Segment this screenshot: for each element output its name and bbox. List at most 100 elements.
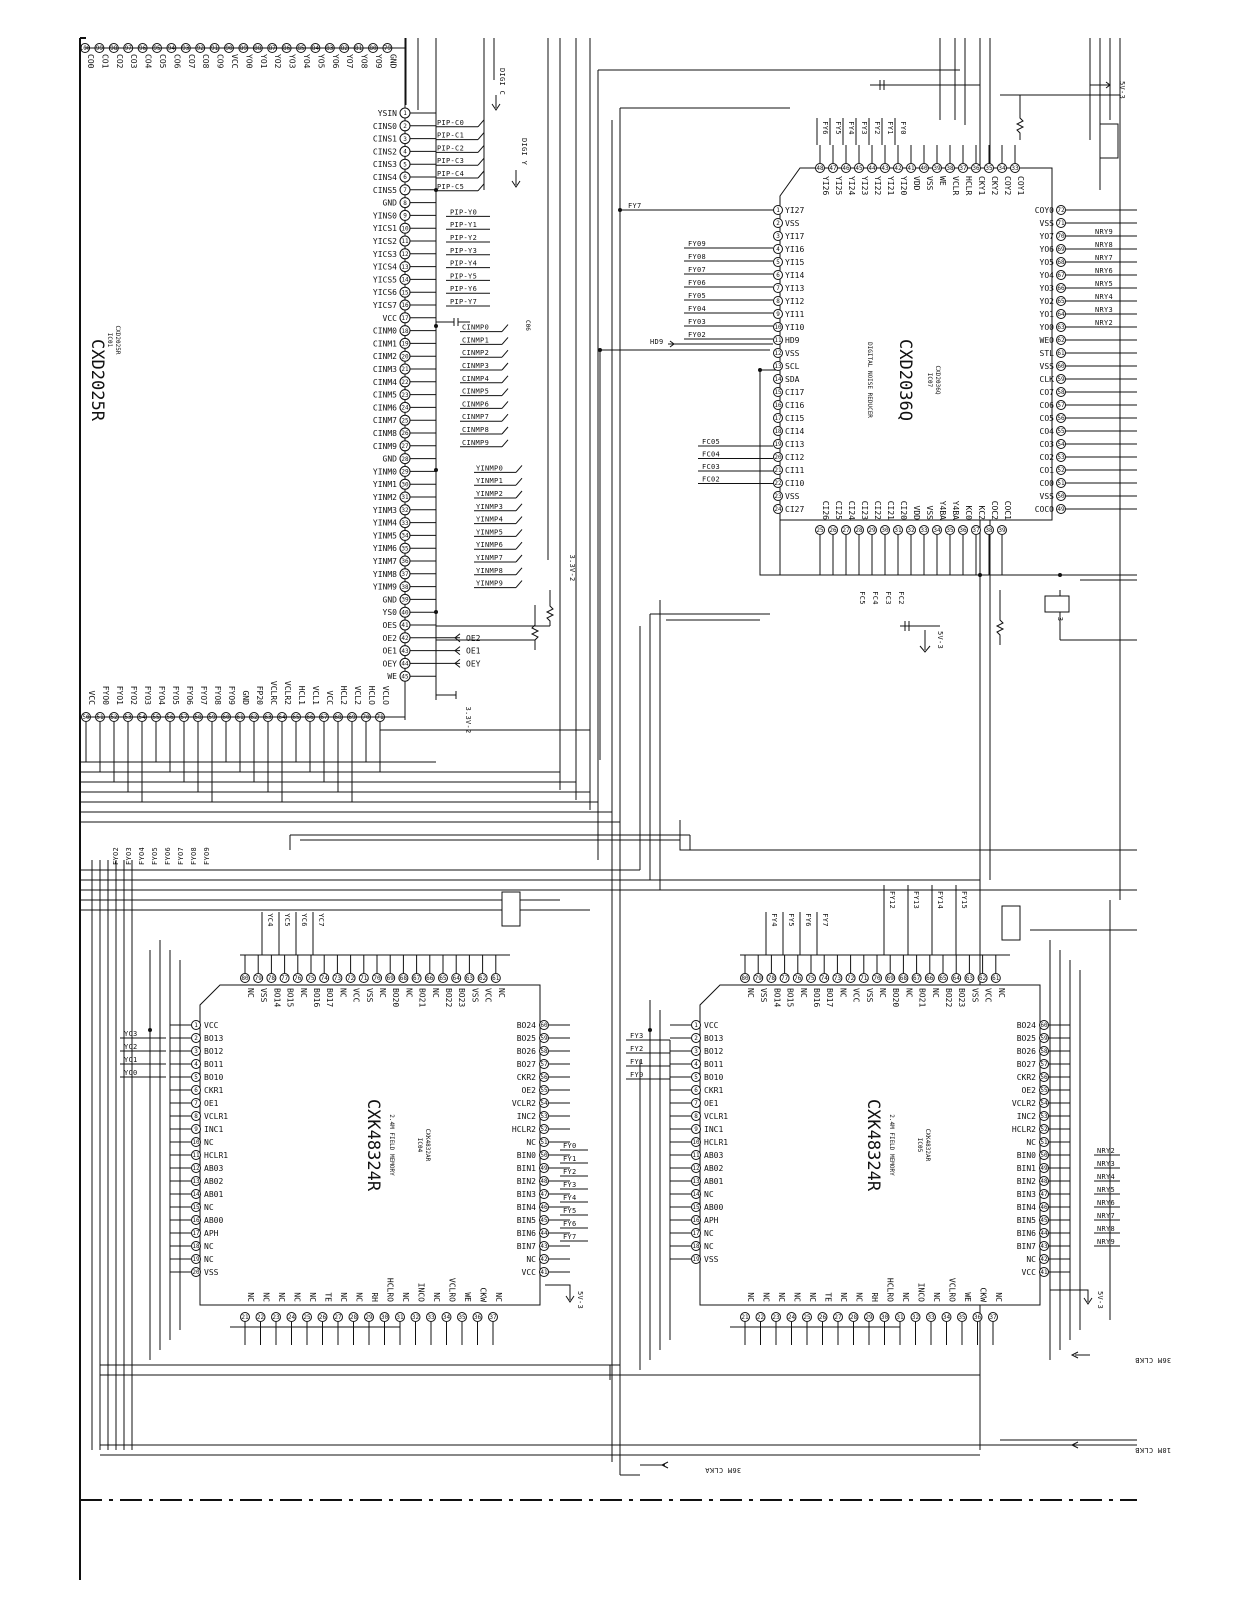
ic07-left-17-pin-number: 18 bbox=[774, 428, 782, 435]
ic07-fc-bottom-label: FC4 bbox=[871, 591, 879, 605]
ic05-top-6-pin-number: 74 bbox=[821, 975, 829, 982]
ic01-top-13-pin-number: 87 bbox=[269, 45, 277, 52]
ic04-left-14-pin bbox=[191, 1202, 201, 1212]
ic07-fy-top-label: FY4 bbox=[847, 121, 855, 135]
ic04-left-6-pin bbox=[191, 1098, 201, 1108]
ic04-bottom-pin: VCLRO bbox=[448, 1278, 457, 1302]
ic04-bottom-pin: NC bbox=[277, 1292, 286, 1302]
yinmp-slant bbox=[515, 465, 523, 473]
ic05-right-1-pin-number: 59 bbox=[1040, 1035, 1048, 1042]
ic07-left-0-pin-number: 1 bbox=[776, 207, 780, 214]
ic07-pin-ci17: CI17 bbox=[785, 388, 804, 397]
ic07-right-18-pin bbox=[1056, 439, 1066, 449]
ic04-top-pin: BO16 bbox=[312, 988, 321, 1007]
ic07-bottom-pin: VSS bbox=[925, 506, 934, 521]
ic04-bottom-13-pin bbox=[441, 1312, 452, 1322]
label-36m-clkb: 36M CLKB bbox=[1135, 1356, 1171, 1364]
ic04-pin-oe1: OE1 bbox=[204, 1099, 219, 1108]
ic07-top-pin: COY1 bbox=[1016, 176, 1025, 195]
pip-y-label: PIP-Y4 bbox=[450, 260, 477, 268]
junction-dot bbox=[434, 468, 438, 472]
ic07-bottom-pin: CI24 bbox=[847, 501, 856, 520]
label-fy7: FY7 bbox=[628, 202, 642, 210]
ic05-bottom-1-pin-number: 22 bbox=[757, 1314, 765, 1321]
ic05-right-6-pin-number: 54 bbox=[1040, 1100, 1048, 1107]
ic07-right-22-pin bbox=[1056, 491, 1066, 501]
ic04-bottom-10-pin bbox=[395, 1312, 405, 1322]
ic04-pin-bo11: BO11 bbox=[204, 1060, 223, 1069]
ic01-top-15-pin-number: 85 bbox=[297, 45, 305, 52]
ic07-left-21-pin-number: 22 bbox=[774, 480, 782, 487]
c06-cap bbox=[436, 318, 470, 326]
cinmp-slant bbox=[501, 349, 509, 358]
ic01-top-18-pin-number: 82 bbox=[341, 45, 349, 52]
ic07-top-pin: COY2 bbox=[1003, 176, 1012, 195]
ic04-right-1-pin bbox=[539, 1033, 549, 1043]
ic04-left-8-pin-number: 9 bbox=[194, 1126, 198, 1133]
ic04-bottom-9-pin-number: 30 bbox=[381, 1314, 389, 1321]
yinmp-slant bbox=[515, 567, 523, 576]
ic04-bottom-1-pin-number: 22 bbox=[257, 1314, 265, 1321]
ic05-left-9-pin bbox=[691, 1137, 701, 1147]
ic01-pin-cinm3: CINM3 bbox=[373, 365, 397, 374]
ic01-pin-cins3: CINS3 bbox=[373, 160, 397, 169]
ic07-pin-scl: SCL bbox=[785, 362, 800, 371]
ic04-bottom-8-pin bbox=[364, 1312, 374, 1322]
ic01-pin-oey: OEY bbox=[383, 659, 398, 668]
ic05-top-19-pin-number: 61 bbox=[992, 975, 1000, 982]
ic01-top-pin: GND bbox=[388, 54, 397, 69]
ic04-pin-nc: NC bbox=[526, 1255, 536, 1264]
ic04-top-pin: BO17 bbox=[325, 988, 334, 1007]
ic05-nry-label: NRY5 bbox=[1097, 1186, 1115, 1194]
ic05-pin-nc: NC bbox=[704, 1242, 714, 1251]
ic04-bottom-14-pin bbox=[457, 1312, 467, 1322]
ic04-pin-bo24: BO24 bbox=[517, 1021, 536, 1030]
ic01-top-4-pin-number: 96 bbox=[139, 45, 147, 52]
ic04-bottom-13-pin-number: 34 bbox=[443, 1314, 451, 1321]
ic05-top-pin: NC bbox=[931, 988, 940, 998]
ic07-fy-label: FY05 bbox=[688, 292, 706, 300]
ic05-right-13-pin bbox=[1039, 1189, 1049, 1199]
ic01-pin-cins5: CINS5 bbox=[373, 186, 397, 195]
ic04-top-7-pin-number: 73 bbox=[334, 975, 342, 982]
ic04-top-19-pin-number: 61 bbox=[492, 975, 500, 982]
ic01-pin-cins1: CINS1 bbox=[373, 135, 397, 144]
ic01-top-pin: VCC bbox=[230, 54, 239, 69]
ic01-bottom-pin: FYO4 bbox=[157, 686, 166, 705]
ic04-bottom-pin: NC bbox=[401, 1292, 410, 1302]
ic04-left-17-pin bbox=[191, 1241, 201, 1251]
ic05-left-2-pin-number: 3 bbox=[694, 1048, 698, 1055]
ic05-bottom-pin: NC bbox=[901, 1292, 910, 1302]
yinmp-slant bbox=[515, 580, 523, 588]
ic04-bottom-7-pin-number: 28 bbox=[350, 1314, 358, 1321]
ic05-top-7-pin bbox=[832, 973, 843, 983]
ic05-right-0-pin-number: 60 bbox=[1040, 1022, 1048, 1029]
ic05-top-pin: BO16 bbox=[812, 988, 821, 1007]
ic01-pin-36-pin-number: 37 bbox=[401, 571, 409, 578]
ic07-bottom-14-pin-number: 39 bbox=[998, 527, 1006, 534]
ic05-bottom-6-pin bbox=[833, 1312, 843, 1322]
ic05-bottom-2-pin bbox=[771, 1312, 781, 1322]
ic05-top-17-pin bbox=[964, 973, 975, 983]
ic07-bottom-10-pin-number: 35 bbox=[946, 527, 954, 534]
ic07-top-pin: YI25 bbox=[834, 176, 843, 195]
ic01-pin-oe1: OE1 bbox=[383, 647, 398, 656]
ic05-left-11-pin bbox=[691, 1163, 701, 1173]
ic04-left-12-pin bbox=[191, 1176, 201, 1186]
ic07-top-1-pin bbox=[828, 163, 838, 173]
ic04-top-pin: VSS bbox=[259, 988, 268, 1003]
junction-dot bbox=[618, 208, 622, 212]
ic07-right-11-pin-number: 61 bbox=[1057, 350, 1065, 357]
ic07-pin-ci14: CI14 bbox=[785, 427, 804, 436]
ic05-nry-label: NRY9 bbox=[1097, 1238, 1115, 1246]
ic05-bottom-pin: CKW bbox=[979, 1288, 988, 1303]
ic07-fy-label: FY06 bbox=[688, 279, 706, 287]
ic04-pin-bin5: BIN5 bbox=[517, 1216, 536, 1225]
ic05-right-14-pin-number: 46 bbox=[1040, 1204, 1048, 1211]
ic01-pin-10-pin-number: 11 bbox=[401, 238, 409, 245]
ic04-left-1-pin-number: 2 bbox=[194, 1035, 198, 1042]
ic05-top-pin: NC bbox=[746, 988, 755, 998]
